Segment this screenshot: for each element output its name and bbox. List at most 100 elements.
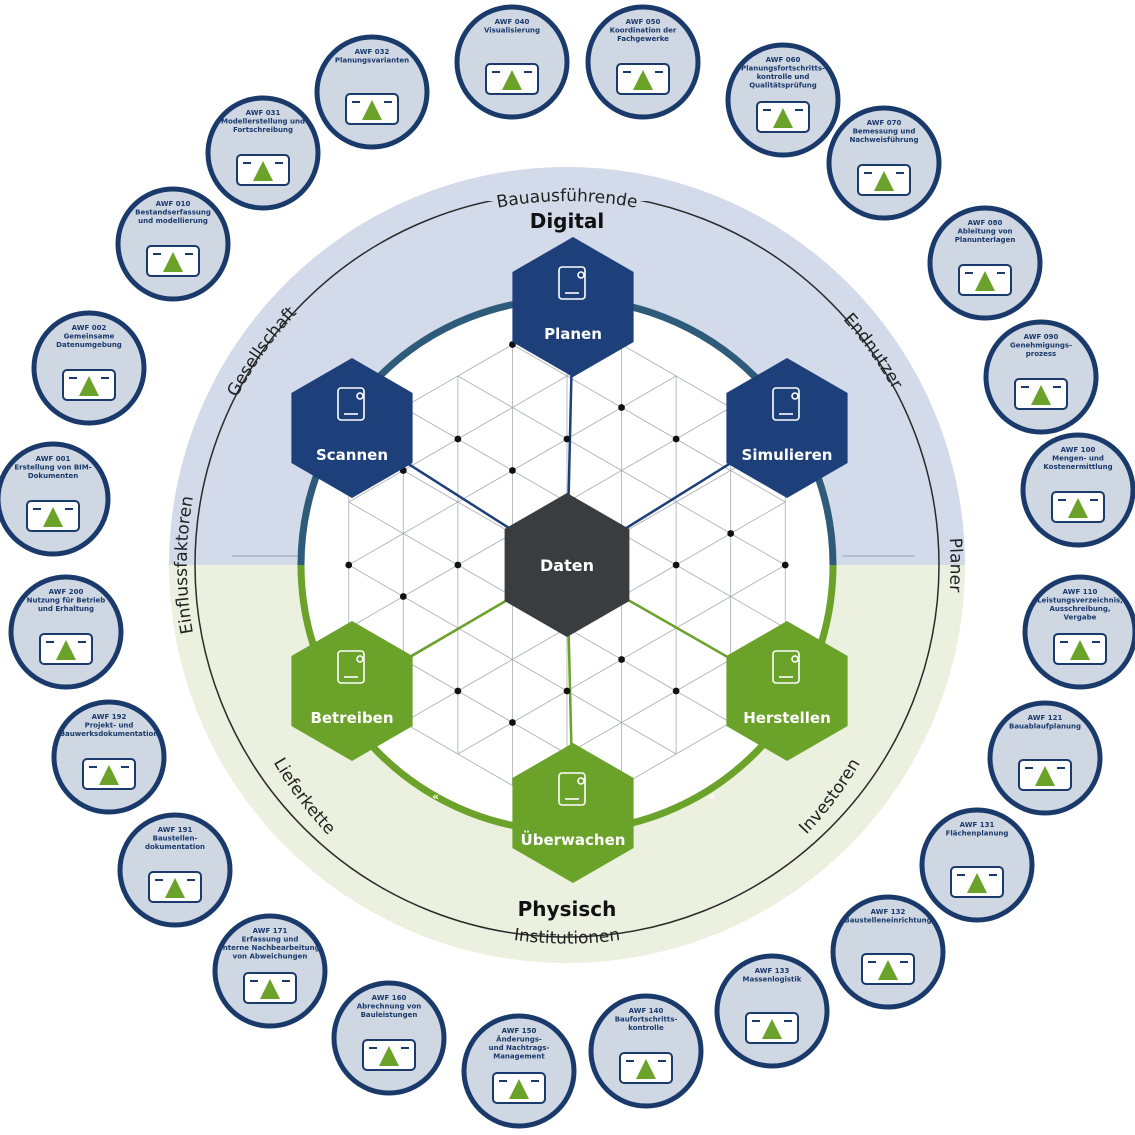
grid-line xyxy=(621,564,677,597)
badge-title-line: Gemeinsame xyxy=(64,333,115,341)
badge-title-line: Bauablaufplanung xyxy=(1009,723,1081,731)
badge-title-line: Nachweisführung xyxy=(850,136,919,144)
grid-line xyxy=(730,470,786,503)
site-setup-icon xyxy=(861,953,915,985)
phase-label: Betreiben xyxy=(310,709,393,727)
badge-title-line: Baustelleneinrichtung xyxy=(844,917,931,925)
grid-line xyxy=(675,533,731,566)
grid-line xyxy=(457,344,513,377)
digital-label: Digital xyxy=(530,209,605,233)
grid-line xyxy=(403,533,459,566)
badge-title-line: Änderungs- xyxy=(496,1035,542,1044)
grid-line xyxy=(457,753,513,786)
phase-label: Simulieren xyxy=(742,446,833,464)
grid-line xyxy=(348,596,404,629)
grid-line xyxy=(730,533,786,566)
badge-circle xyxy=(919,807,1035,923)
badge-code: AWF 110 xyxy=(1063,588,1098,596)
building-icon xyxy=(337,650,365,684)
grid-line xyxy=(675,375,731,408)
grid-line xyxy=(512,344,568,377)
ring-arrows: « » » « « « xyxy=(312,335,823,803)
svg-text:«: « xyxy=(432,790,439,803)
grid-dot xyxy=(618,404,625,411)
physical-label: Physisch xyxy=(518,897,617,921)
checklist-icon xyxy=(756,101,810,133)
phase-überwachen[interactable]: Überwachen xyxy=(512,743,634,883)
grid-line xyxy=(457,407,513,440)
badge-circle xyxy=(331,980,447,1096)
phase-herstellen[interactable]: Herstellen xyxy=(726,621,848,761)
badge-title-line: kontrolle xyxy=(628,1024,664,1032)
phase-hexagon xyxy=(291,621,413,761)
grid-line xyxy=(512,470,568,503)
phase-hexagon xyxy=(512,743,634,883)
grid-line xyxy=(566,375,622,408)
phase-label: Herstellen xyxy=(743,709,831,727)
grid-line xyxy=(512,438,568,471)
badge-circle xyxy=(454,4,570,120)
grid-dot xyxy=(563,435,571,443)
phase-scannen[interactable]: Scannen xyxy=(291,358,413,498)
grid-line xyxy=(566,659,622,692)
excavator-icon xyxy=(745,1012,799,1044)
stakeholder-right: Planer xyxy=(945,537,966,592)
grid-dot xyxy=(454,561,462,569)
badge-title-line: Visualisierung xyxy=(484,27,540,35)
drone-icon xyxy=(146,245,200,277)
grid-line xyxy=(403,564,459,597)
use-case-awf-110[interactable]: AWF 110Leistungsverzeichnis,Ausschreibun… xyxy=(1022,574,1135,690)
badge-code: AWF 050 xyxy=(626,18,661,26)
badge-title-line: Ausschreibung, xyxy=(1049,605,1110,613)
network-icon xyxy=(616,63,670,95)
grid-line xyxy=(403,722,459,755)
badge-code: AWF 131 xyxy=(960,821,995,829)
grid-line xyxy=(348,501,404,534)
grid-dot xyxy=(672,435,680,443)
phase-label: Scannen xyxy=(316,446,388,464)
grid-line xyxy=(621,659,677,692)
badge-title-line: kontrolle und xyxy=(757,73,810,81)
phase-hexagon xyxy=(512,237,634,377)
vr-headset-icon xyxy=(772,387,800,421)
grid-line xyxy=(675,470,731,503)
badge-title-line: Mengen- und xyxy=(1052,455,1104,463)
badge-title-line: Nutzung für Betrieb xyxy=(27,597,106,605)
badge-title-line: Projekt- und xyxy=(85,722,134,730)
badge-circle xyxy=(212,913,328,1029)
phase-planen[interactable]: Planen xyxy=(512,237,634,377)
grid-line xyxy=(621,722,677,755)
grid-dot xyxy=(618,656,625,663)
phase-simulieren[interactable]: Simulieren xyxy=(726,358,848,498)
svg-text:«: « xyxy=(816,560,823,573)
badge-code: AWF 140 xyxy=(629,1007,664,1015)
clock-icon xyxy=(1018,759,1072,791)
change-icon xyxy=(492,1072,546,1104)
model-icon xyxy=(236,154,290,186)
phase-betreiben[interactable]: Betreiben xyxy=(291,621,413,761)
